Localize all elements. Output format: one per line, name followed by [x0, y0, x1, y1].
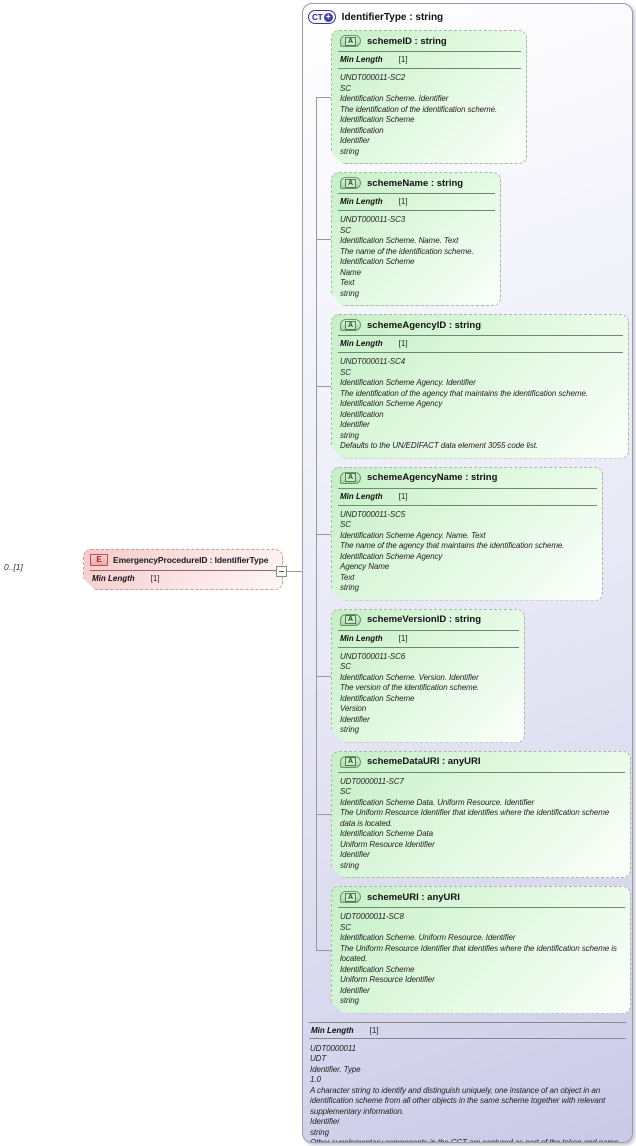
complextype-title: IdentifierType : string: [341, 11, 444, 23]
facet-value: [1]: [369, 1025, 379, 1035]
facet-label: Min Length: [340, 339, 383, 348]
attribute-node-schemeversionid[interactable]: A schemeVersionID : string Min Length [1…: [331, 609, 525, 743]
attribute-name: schemeAgencyID : string: [367, 319, 482, 331]
attribute-name: schemeName : string: [367, 177, 464, 189]
attribute-node-schemeuri[interactable]: A schemeURI : anyURI UDT0000011-SC8 SC I…: [331, 886, 631, 1014]
divider: [338, 630, 519, 631]
attribute-row: A schemeAgencyName : string Min Length […: [316, 467, 603, 601]
attribute-name: schemeVersionID : string: [367, 614, 482, 625]
attribute-icon: A: [340, 472, 361, 484]
facet-value: [1]: [398, 491, 408, 501]
divider: [338, 505, 597, 506]
attribute-icon: A: [340, 177, 361, 189]
attribute-row: A schemeURI : anyURI UDT0000011-SC8 SC I…: [316, 886, 631, 1014]
divider: [338, 352, 623, 353]
divider: [309, 1021, 626, 1023]
attribute-annotation: UNDT000011-SC6 SC Identification Scheme.…: [340, 651, 480, 734]
tree-trunk-line: [316, 97, 317, 950]
attribute-annotation: UNDT000011-SC2 SC Identification Scheme.…: [340, 73, 498, 156]
element-icon: E: [90, 554, 108, 566]
collapse-toggle[interactable]: [276, 566, 287, 577]
attribute-icon: A: [340, 614, 361, 626]
attribute-annotation: UNDT000011-SC4 SC Identification Scheme …: [340, 357, 588, 450]
facet-label: Min Length: [340, 55, 383, 64]
facet-value: [1]: [398, 633, 408, 643]
plus-icon: +: [323, 12, 333, 22]
divider: [338, 51, 521, 52]
facet-label: Min Length: [340, 491, 383, 501]
attribute-name: schemeAgencyName : string: [367, 472, 498, 483]
attribute-annotation: UNDT000011-SC5 SC Identification Scheme …: [340, 509, 565, 592]
divider: [90, 570, 276, 571]
connector-line: [283, 571, 303, 572]
attribute-annotation: UDT0000011-SC7 SC Identification Scheme …: [340, 776, 610, 870]
attribute-icon: A: [340, 35, 361, 47]
attribute-row: A schemeVersionID : string Min Length [1…: [316, 609, 525, 743]
attribute-row: A schemeAgencyID : string Min Length [1]…: [316, 314, 629, 459]
cardinality-label: 0..[1]: [4, 562, 23, 572]
complextype-icon-letters: CT: [312, 12, 323, 22]
attribute-name: schemeDataURI : anyURI: [367, 756, 481, 767]
divider: [338, 488, 597, 489]
attribute-name: schemeID : string: [367, 35, 447, 47]
attribute-row: A schemeName : string Min Length [1] UND…: [316, 172, 501, 306]
attribute-annotation: UNDT000011-SC3 SC Identification Scheme.…: [340, 215, 474, 298]
complextype-node-identifiertype[interactable]: CT + IdentifierType : string A schemeID …: [302, 3, 633, 1143]
facet-label: Min Length: [340, 633, 383, 643]
divider: [338, 772, 625, 773]
attributes-area: A schemeID : string Min Length [1] UNDT0…: [303, 28, 632, 1014]
complextype-icon: CT +: [308, 10, 336, 24]
divider: [338, 907, 625, 908]
facet-label: Min Length: [340, 197, 383, 206]
complextype-annotation: UDT0000011 UDT Identifier. Type 1.0 A ch…: [310, 1043, 619, 1143]
divider: [309, 1037, 626, 1039]
divider: [338, 210, 495, 211]
facet-value: [1]: [398, 197, 408, 206]
divider: [338, 193, 495, 194]
attribute-row: A schemeID : string Min Length [1] UNDT0…: [316, 30, 527, 164]
attribute-node-schemename[interactable]: A schemeName : string Min Length [1] UND…: [331, 172, 501, 306]
divider: [338, 335, 623, 336]
facet-label: Min Length: [92, 574, 135, 583]
attribute-annotation: UDT0000011-SC8 SC Identification Scheme.…: [340, 912, 617, 1005]
facet-value: [1]: [150, 574, 160, 583]
attribute-icon: A: [340, 319, 361, 331]
attribute-node-schemeagencyid[interactable]: A schemeAgencyID : string Min Length [1]…: [331, 314, 629, 459]
attribute-icon: A: [340, 756, 361, 768]
complextype-header: CT + IdentifierType : string: [303, 4, 632, 28]
attribute-row: A schemeDataURI : anyURI UDT0000011-SC7 …: [316, 751, 631, 879]
attribute-node-schemeagencyname[interactable]: A schemeAgencyName : string Min Length […: [331, 467, 603, 601]
attribute-node-schemeid[interactable]: A schemeID : string Min Length [1] UNDT0…: [331, 30, 527, 164]
attribute-name: schemeURI : anyURI: [367, 891, 460, 903]
divider: [338, 68, 521, 69]
attribute-node-schemedatauri[interactable]: A schemeDataURI : anyURI UDT0000011-SC7 …: [331, 751, 631, 879]
facet-value: [1]: [398, 55, 408, 64]
facet-label: Min Length: [311, 1025, 354, 1035]
attribute-icon: A: [340, 891, 361, 903]
divider: [338, 647, 519, 648]
element-node-emergencyprocedureid[interactable]: E EmergencyProcedureID : IdentifierType …: [83, 549, 283, 590]
facet-value: [1]: [398, 339, 408, 348]
complextype-documentation: Min Length [1] UDT0000011 UDT Identifier…: [303, 1021, 632, 1143]
element-title: EmergencyProcedureID : IdentifierType: [113, 555, 269, 565]
